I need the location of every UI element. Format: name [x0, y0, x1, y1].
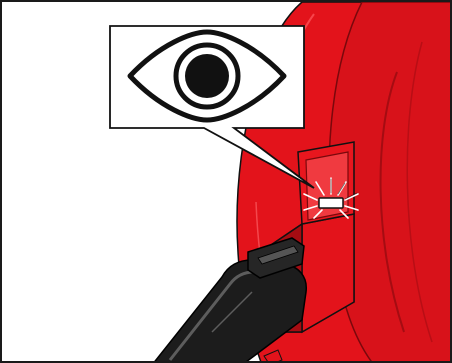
- device-illustration: [2, 2, 452, 363]
- diagram-frame: [0, 0, 452, 363]
